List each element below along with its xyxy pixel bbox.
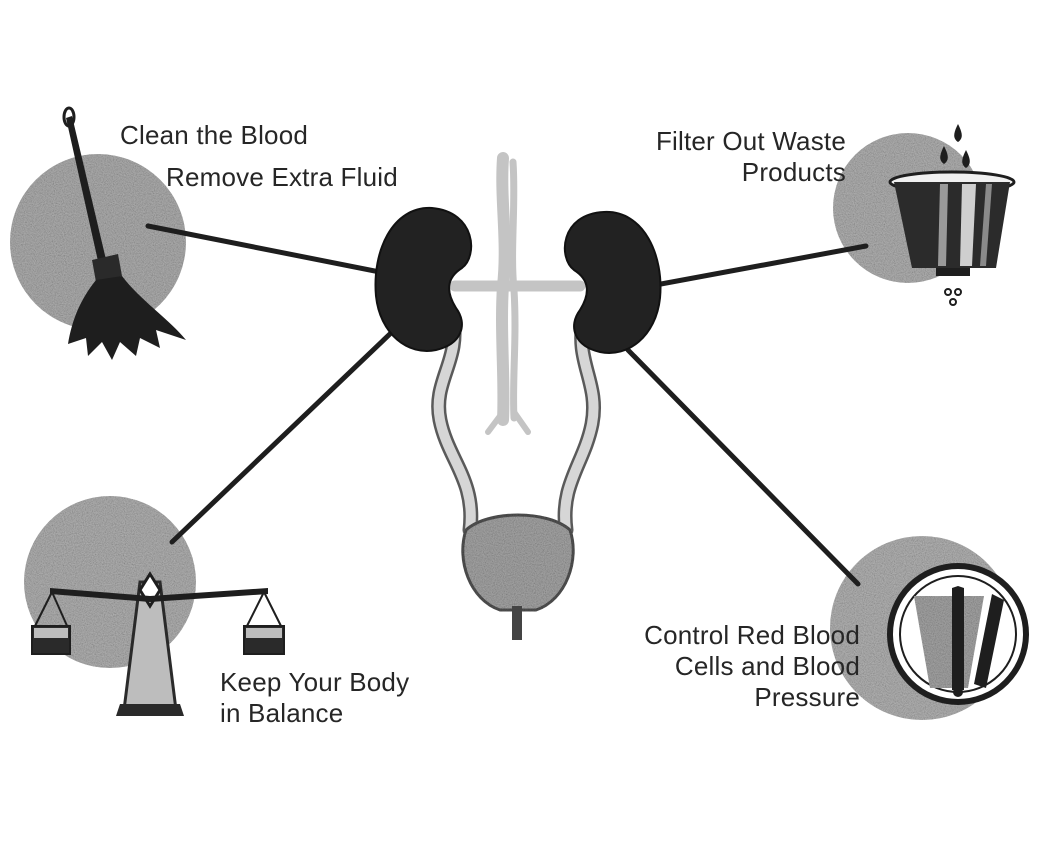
label-balance-line1: Keep Your Body bbox=[220, 667, 410, 697]
ureters bbox=[431, 308, 601, 538]
blood-vessels bbox=[449, 152, 586, 435]
label-remove-fluid: Remove Extra Fluid bbox=[166, 162, 398, 192]
bucket-icon bbox=[888, 124, 1016, 306]
scale-icon bbox=[31, 571, 285, 716]
line-to-scale bbox=[169, 329, 395, 545]
kidney-icon bbox=[374, 206, 662, 354]
label-filter-line2: Products bbox=[741, 157, 846, 187]
ureter-left bbox=[433, 311, 476, 535]
ureter-right bbox=[560, 313, 599, 535]
mop-icon bbox=[62, 106, 186, 360]
label-filter-waste: Filter Out Waste Products bbox=[656, 126, 846, 188]
kidney-left bbox=[374, 206, 473, 352]
label-control-line3: Pressure bbox=[754, 682, 860, 712]
label-control-line1: Control Red Blood bbox=[644, 620, 860, 650]
kidney-right bbox=[563, 210, 662, 354]
label-filter-line1: Filter Out Waste bbox=[655, 126, 846, 156]
bladder-icon bbox=[461, 513, 575, 640]
iliac-left bbox=[485, 409, 506, 435]
label-keep-balance: Keep Your Body in Balance bbox=[220, 667, 409, 729]
label-balance-line2: in Balance bbox=[220, 698, 344, 728]
label-control-line2: Cells and Blood bbox=[674, 651, 860, 681]
gauge-icon bbox=[887, 563, 1029, 705]
label-clean-blood: Clean the Blood bbox=[120, 120, 309, 150]
label-control-red-blood: Control Red Blood Cells and Blood Pressu… bbox=[644, 620, 860, 713]
line-to-gauge bbox=[625, 347, 861, 587]
iliac-right bbox=[511, 409, 531, 435]
line-to-mop bbox=[145, 223, 403, 279]
